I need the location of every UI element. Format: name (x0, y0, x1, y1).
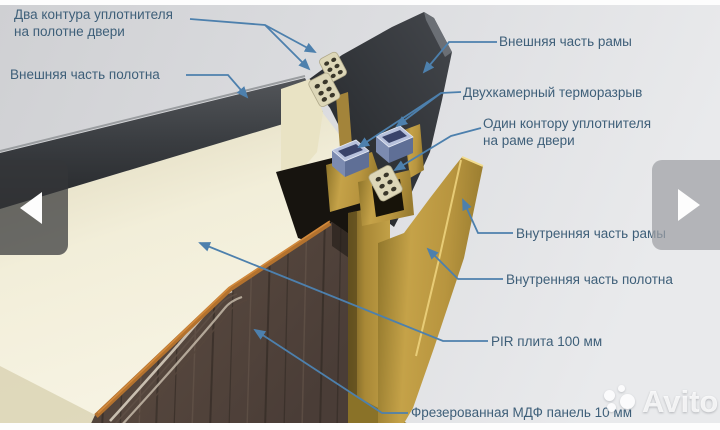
leader-inner-leaf (426, 247, 503, 280)
label-pir-board: PIR плита 100 мм (491, 334, 603, 349)
frame-seal (368, 165, 403, 202)
avito-logo-icon (620, 394, 635, 409)
carousel-next-button[interactable] (652, 160, 720, 250)
label-outer-frame: Внешняя часть рамы (499, 34, 632, 49)
label-thermal-break: Двухкамерный терморазрыв (463, 85, 643, 100)
leader-inner-frame (462, 198, 513, 234)
frame-gold-band-shadow (348, 211, 357, 430)
mdf-wood-panel (88, 222, 352, 430)
carousel-prev-button[interactable] (0, 160, 68, 255)
watermark-brand-text: Avito (642, 384, 719, 419)
label-line: Один контору уплотнителя (483, 116, 652, 131)
label-inner-leaf: Внутренняя часть полотна (506, 272, 673, 287)
leader-outer-frame (422, 41, 497, 74)
thermal-break-chamber-right (375, 125, 414, 163)
label-line: на полотне двери (14, 24, 125, 39)
leaf-edge-core (281, 79, 323, 173)
label-two-seal-contours: Два контура уплотнителя на полотне двери (14, 6, 173, 40)
leader-mdf (253, 328, 408, 414)
avito-logo-icon (604, 390, 615, 401)
mdf-milled-edge-highlight (97, 220, 331, 414)
avito-logo-icon (618, 385, 625, 392)
avito-logo-icon (607, 403, 616, 412)
leader-seals-leaf-2 (264, 24, 311, 71)
gold-profile-strip (336, 92, 352, 149)
leaf-sheet-top-highlight (0, 75, 306, 152)
leaf-seal-lower (308, 72, 341, 107)
gold-sheet-fold-highlight (415, 159, 462, 357)
leader-lines (186, 18, 513, 414)
top-white-strip (0, 0, 720, 5)
pir-cut-face (0, 366, 105, 430)
leader-thermal-2 (357, 92, 442, 149)
leaf-outer-steel-sheet (0, 78, 323, 209)
gold-sheet-top-edge (461, 156, 484, 167)
left-triangle-icon (20, 191, 42, 224)
label-one-seal-contour: Один контору уплотнителя на раме двери (483, 115, 651, 149)
avito-watermark: Avito (596, 382, 719, 428)
pir-insulation-slab (0, 112, 345, 430)
leader-pir (198, 242, 488, 342)
right-triangle-icon (678, 189, 700, 221)
bottom-white-strip (0, 423, 720, 430)
label-outer-leaf: Внешняя часть полотна (10, 67, 160, 82)
label-line: на раме двери (483, 133, 575, 148)
label-inner-frame: Внутренняя часть рамы (516, 226, 666, 241)
label-mdf-panel: Фрезерованная МДФ панель 10 мм (411, 405, 632, 420)
mdf-milled-edge (94, 220, 332, 418)
leader-outer-leaf (186, 74, 249, 99)
leader-seal-frame (393, 127, 482, 172)
label-line: Два контура уплотнителя (14, 7, 173, 22)
